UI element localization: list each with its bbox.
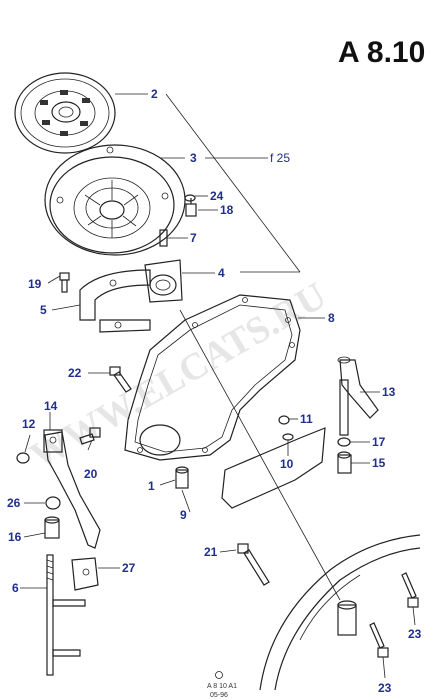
- callout-18: 18: [220, 203, 234, 217]
- callout-5: 5: [40, 303, 47, 317]
- callout-3: 3: [190, 151, 197, 165]
- callout-labels: 2 3 f 25 24 18 7 4 19 5 8 22 13 11 17 10…: [7, 87, 422, 695]
- leader-lines: [20, 93, 416, 679]
- callout-24: 24: [210, 189, 224, 203]
- callout-6: 6: [12, 581, 19, 595]
- fork-clip: [79, 269, 151, 333]
- callout-23-lower: 23: [378, 681, 392, 695]
- nut-12: [16, 452, 30, 464]
- callout-13: 13: [382, 385, 396, 399]
- retaining-clip: [71, 557, 99, 591]
- callout-17: 17: [372, 435, 386, 449]
- callout-26: 26: [7, 496, 21, 510]
- callout-15: 15: [372, 456, 386, 470]
- callout-9: 9: [180, 508, 187, 522]
- callout-22: 22: [68, 366, 82, 380]
- bolt-20: [79, 427, 101, 445]
- bush-16: [44, 516, 60, 539]
- footer-code: A 8 10 A1: [207, 683, 237, 690]
- bolt-23-upper: [401, 572, 419, 608]
- callout-21: 21: [204, 545, 218, 559]
- callout-2: 2: [151, 87, 158, 101]
- callout-12: 12: [22, 417, 36, 431]
- callout-23-upper: 23: [408, 627, 422, 641]
- callout-20: 20: [84, 467, 98, 481]
- callout-27: 27: [122, 561, 136, 575]
- housing-cover-plate: [124, 294, 301, 461]
- transmission-housing: [259, 534, 421, 691]
- washer-10: [282, 433, 294, 441]
- assembly-axis-lines: [165, 93, 341, 601]
- cable-bracket: [337, 356, 379, 436]
- bolt-19: [59, 272, 70, 293]
- clutch-disc: [14, 72, 116, 154]
- nut-11: [278, 415, 290, 425]
- callout-14: 14: [44, 399, 58, 413]
- callout-16: 16: [8, 530, 22, 544]
- release-shaft: [46, 554, 86, 676]
- washer-17: [337, 437, 351, 447]
- page-title: A 8.10: [338, 36, 425, 69]
- footer-mark: A 8 10 A1 05-96: [207, 671, 237, 699]
- callout-7: 7: [190, 231, 197, 245]
- bolt-22: [109, 366, 132, 393]
- callout-10: 10: [280, 457, 294, 471]
- callout-1: 1: [148, 479, 155, 493]
- bolt-24-18: [184, 194, 197, 217]
- callout-3-ref: f 25: [270, 151, 290, 165]
- bolt-23-lower: [369, 622, 389, 658]
- release-fork: [43, 429, 101, 549]
- callout-8: 8: [328, 311, 335, 325]
- pressure-plate: [44, 144, 186, 256]
- bush-15: [337, 451, 352, 474]
- bush: [175, 466, 189, 489]
- callout-11: 11: [300, 412, 313, 426]
- bolt-21: [237, 543, 270, 586]
- dust-shield: [221, 427, 326, 509]
- callout-4: 4: [218, 266, 225, 280]
- bush-26: [45, 496, 61, 510]
- footer-date: 05-96: [210, 692, 228, 699]
- callout-19: 19: [28, 277, 42, 291]
